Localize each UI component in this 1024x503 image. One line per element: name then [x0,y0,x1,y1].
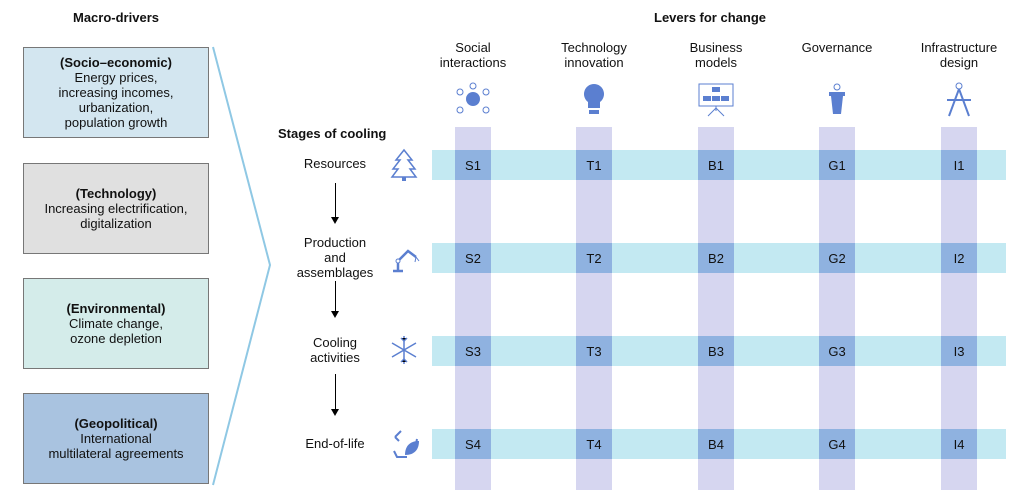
driver-heading: (Environmental) [66,301,166,316]
stage-line: and [324,250,346,265]
driver-line: ozone depletion [70,331,162,346]
matrix-cell: S4 [455,429,491,459]
driver-line: multilateral agreements [48,446,184,461]
matrix-cell: I1 [941,150,977,180]
matrix-cell: S3 [455,336,491,366]
macro-driver-box: (Technology)Increasing electrification,d… [23,163,209,254]
matrix-cell: S1 [455,150,491,180]
lever-line: models [695,55,737,70]
macro-drivers-title: Macro-drivers [73,10,159,25]
matrix-cell: G1 [819,150,855,180]
stage-line: assemblages [296,265,374,280]
matrix-cell: I3 [941,336,977,366]
stage-line: Cooling [312,335,358,350]
driver-line: Increasing electrification, [44,201,188,216]
org-chart-icon [698,83,734,117]
matrix-cell: I4 [941,429,977,459]
matrix-cell: G3 [819,336,855,366]
lever-line: Infrastructure [920,40,998,55]
macro-driver-box: (Socio–economic)Energy prices,increasing… [23,47,209,138]
chevron-bracket [212,46,272,486]
lever-line: design [939,55,979,70]
matrix-cell: B1 [698,150,734,180]
lever-label: Governance [782,40,892,55]
lever-line: Social [455,40,491,55]
matrix-cell: T3 [576,336,612,366]
lightbulb-icon [584,84,604,114]
stage-line: Production [303,235,367,250]
matrix-cell: T1 [576,150,612,180]
driver-line: International [80,431,152,446]
lever-line: Governance [801,40,873,55]
matrix-cell: B3 [698,336,734,366]
flow-arrow [331,183,339,224]
matrix-cell: B2 [698,243,734,273]
stage-line: End-of-life [305,436,365,451]
driver-line: Energy prices, [74,70,158,85]
lever-line: Business [689,40,743,55]
robot-arm-icon [393,249,420,273]
driver-line: Climate change, [69,316,163,331]
macro-driver-box: (Environmental)Climate change,ozone depl… [23,278,209,369]
lever-line: innovation [564,55,624,70]
social-network-icon [456,82,490,114]
matrix-cell: T2 [576,243,612,273]
driver-line: increasing incomes, [58,85,174,100]
stage-label: End-of-life [285,436,385,451]
stage-label: Resources [285,156,385,171]
driver-heading: (Technology) [75,186,157,201]
matrix-cell: G2 [819,243,855,273]
matrix-cell: G4 [819,429,855,459]
tree-icon [390,148,418,181]
driver-heading: (Geopolitical) [74,416,158,431]
driver-line: digitalization [80,216,152,231]
flow-arrow [331,281,339,318]
levers-title: Levers for change [654,10,766,25]
podium-icon [829,83,845,114]
driver-line: urbanization, [78,100,154,115]
compass-icon [947,82,971,117]
stage-line: Resources [303,156,367,171]
flow-arrow [331,374,339,416]
stage-line: activities [310,350,360,365]
lever-line: Technology [561,40,627,55]
driver-heading: (Socio–economic) [60,55,172,70]
recycle-leaf-icon [393,430,419,458]
matrix-cell: S2 [455,243,491,273]
matrix-cell: I2 [941,243,977,273]
lever-line: interactions [439,55,507,70]
stages-title: Stages of cooling [278,126,387,141]
matrix-cell: T4 [576,429,612,459]
matrix-cell: B4 [698,429,734,459]
snowflake-icon [391,336,417,364]
driver-line: population growth [64,115,168,130]
